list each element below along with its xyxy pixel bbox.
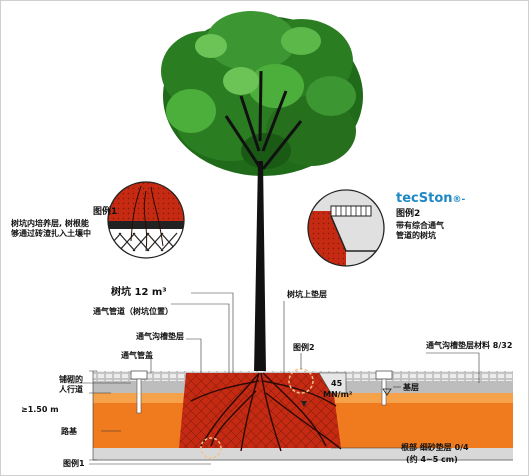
pit-volume-label: 树坑 12 m³ xyxy=(111,287,167,298)
tree-trunk xyxy=(224,70,303,373)
tree-roots xyxy=(190,372,342,452)
brand-logo: tecSton®- xyxy=(396,191,465,206)
legend1-title: 图例1 xyxy=(93,207,118,217)
depth-label: ≥1.50 m xyxy=(21,405,59,414)
root-sand-thickness-label: (约 4~5 cm) xyxy=(406,455,458,464)
legend2-marker-label: 图例2 xyxy=(293,343,315,352)
triangle-marker xyxy=(382,388,392,396)
legend1-marker-label: 图例1 xyxy=(63,459,85,468)
load-value: 45 xyxy=(331,379,343,388)
legend2-desc-line1: 带有综合通气 xyxy=(396,221,444,230)
roadbed-label: 路基 xyxy=(61,427,77,436)
vent-pipe-left xyxy=(130,370,148,414)
legend1-description: 树坑内培养层, 树根能 够通过砖渣扎入土壤中 xyxy=(11,219,111,239)
legend1-desc-line2: 够通过砖渣扎入土壤中 xyxy=(11,229,91,238)
paved-sidewalk-line2: 人行道 xyxy=(59,385,83,394)
paved-sidewalk-label: 铺砌的 人行道 xyxy=(51,375,91,395)
legend2-desc-line2: 管道的树坑 xyxy=(396,231,436,240)
ground-section xyxy=(93,371,513,461)
vent-pipe-cap-label: 通气管盖 xyxy=(121,351,153,360)
tree-canopy xyxy=(161,11,363,176)
paved-sidewalk-line1: 铺砌的 xyxy=(59,375,83,384)
pit-top-layer-label: 树坑上垫层 xyxy=(287,290,327,299)
brand-name: tecSton xyxy=(396,191,453,206)
vent-pipe-position-label: 通气管道（树坑位置） xyxy=(93,307,173,316)
dimension-lines xyxy=(68,370,131,461)
vent-trench-material-label: 通气沟槽垫层材料 8/32 xyxy=(426,341,513,350)
leader-lines xyxy=(89,292,480,465)
legend1-desc-line1: 树坑内培养层, 树根能 xyxy=(11,219,89,228)
root-sand-layer-label: 根部 细砂垫层 0/4 xyxy=(401,443,469,452)
load-unit: MN/m² xyxy=(323,390,353,399)
legend2-inset xyxy=(307,189,385,267)
base-layer-label: 基层 xyxy=(403,383,419,392)
brand-mark: ®- xyxy=(452,195,466,205)
legend2-description: 带有综合通气 管道的树坑 xyxy=(396,221,476,241)
vent-trench-base-label: 通气沟槽垫层 xyxy=(136,332,184,341)
legend1-inset xyxy=(107,181,185,259)
vent-trench-section xyxy=(318,372,347,394)
vent-pipe-right xyxy=(375,370,393,406)
legend1-marker-circle xyxy=(200,437,222,459)
load-arrow xyxy=(301,401,307,407)
legend2-title: 图例2 xyxy=(396,209,421,219)
